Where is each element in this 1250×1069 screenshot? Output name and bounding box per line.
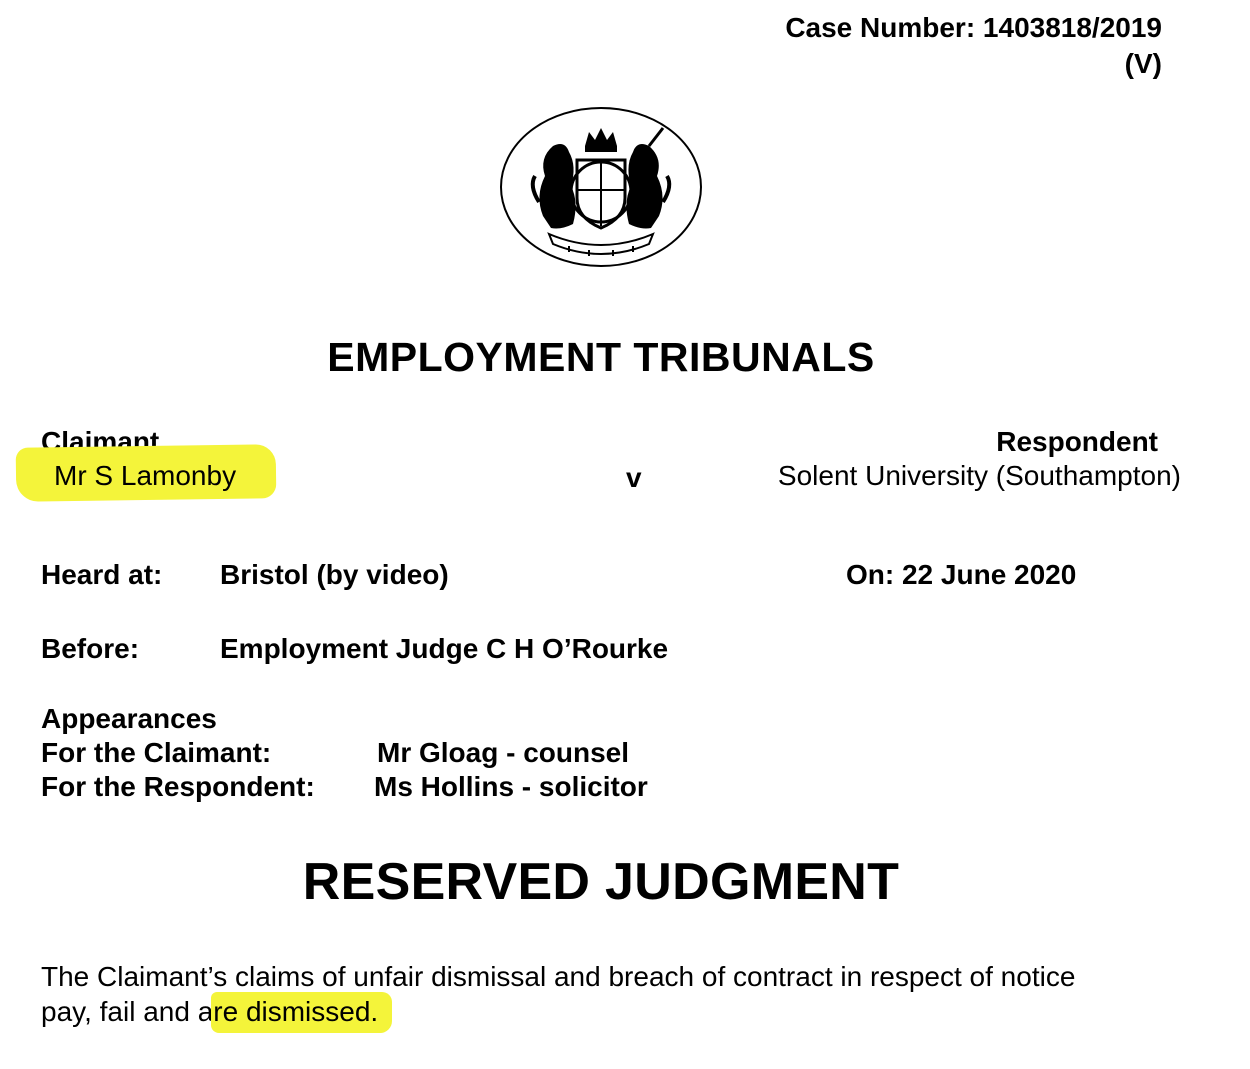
versus-label: v <box>626 462 642 493</box>
highlight-dismissed: re dismissed. <box>211 992 393 1033</box>
case-number: Case Number: 1403818/2019 (V) <box>785 10 1162 82</box>
judgment-line-2: pay, fail and are dismissed. <box>41 992 1191 1033</box>
judgment-line-1: The Claimant’s claims of unfair dismissa… <box>41 961 1076 992</box>
heard-at-label: Heard at: <box>41 559 163 590</box>
judgment-paragraph: The Claimant’s claims of unfair dismissa… <box>41 959 1191 1033</box>
for-respondent-value: Ms Hollins - solicitor <box>374 771 648 802</box>
for-respondent-label: For the Respondent: <box>41 771 315 802</box>
before-value: Employment Judge C H O’Rourke <box>220 633 669 664</box>
for-claimant-label: For the Claimant: <box>41 737 272 768</box>
case-number-line: Case Number: 1403818/2019 <box>785 12 1162 43</box>
respondent-label: Respondent <box>996 426 1158 457</box>
document-title: EMPLOYMENT TRIBUNALS <box>327 334 875 380</box>
claimant-name: Mr S Lamonby <box>54 460 237 491</box>
case-number-suffix: (V) <box>1124 48 1162 79</box>
judgment-heading: RESERVED JUDGMENT <box>302 853 900 911</box>
appearances-heading: Appearances <box>41 703 217 734</box>
royal-coat-of-arms-icon <box>500 107 702 267</box>
heard-at-value: Bristol (by video) <box>220 559 449 590</box>
hearing-date: On: 22 June 2020 <box>846 559 1077 590</box>
for-claimant-value: Mr Gloag - counsel <box>377 737 630 768</box>
judgment-line-2-start: pay, fail and a <box>41 996 214 1027</box>
before-label: Before: <box>41 633 140 664</box>
respondent-name: Solent University (Southampton) <box>777 460 1181 491</box>
